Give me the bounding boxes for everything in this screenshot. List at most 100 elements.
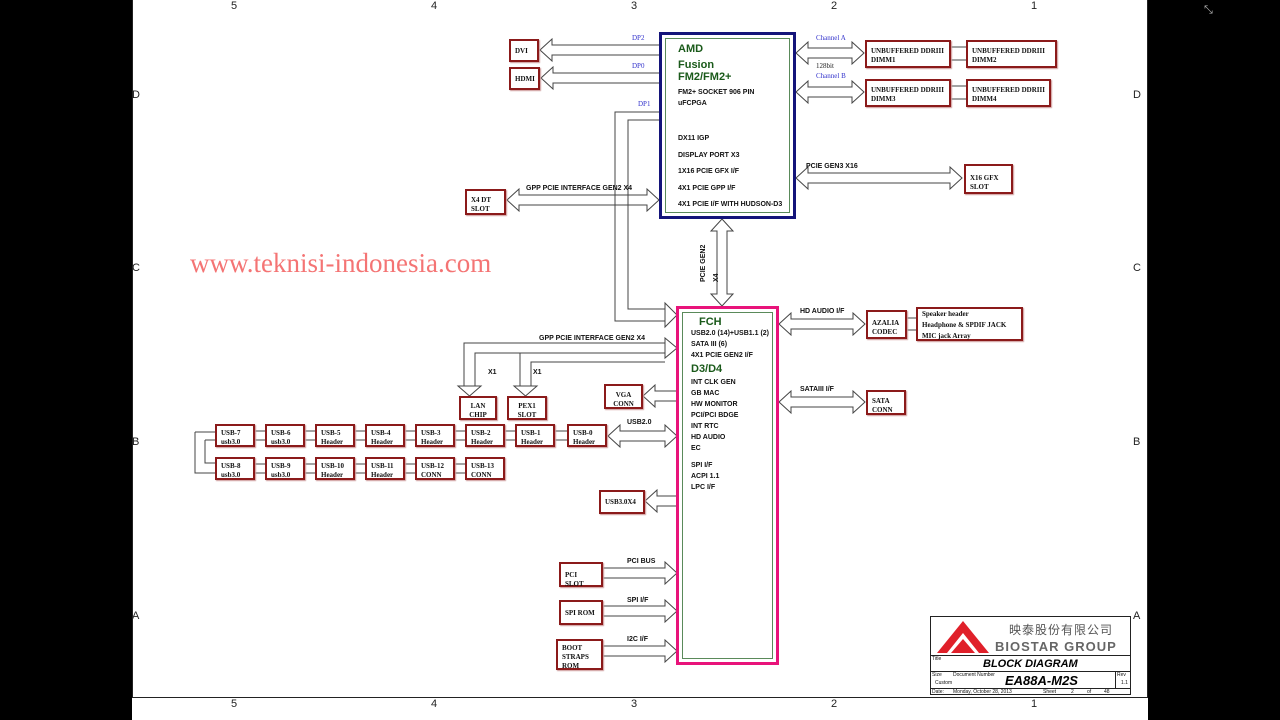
box-label: CODEC xyxy=(872,328,898,336)
fch-item: INT RTC xyxy=(691,423,719,430)
cpu-item: 4X1 PCIE I/F WITH HUDSON-D3 xyxy=(678,201,783,208)
logo-chinese: 映泰股份有限公司 xyxy=(1009,623,1114,637)
dp1-line xyxy=(614,111,665,322)
box-label: USB-2 xyxy=(471,429,491,437)
sheet-total: 48 xyxy=(1104,689,1110,695)
of-label: of xyxy=(1087,689,1092,695)
col-label: 4 xyxy=(431,0,438,12)
dp2-label: DP2 xyxy=(632,34,645,42)
rev-value: 1.1 xyxy=(1121,680,1128,686)
exit-fullscreen-icon[interactable]: ⤡ xyxy=(1204,4,1213,16)
fch-item: PCI/PCI BDGE xyxy=(691,412,739,419)
size-value: Custom xyxy=(935,680,953,686)
box-label: Header xyxy=(321,471,344,479)
box-label: DVI xyxy=(515,47,528,55)
dvi-box: DVI xyxy=(509,39,539,62)
box-label: Header xyxy=(321,438,344,446)
box-label: Header xyxy=(421,438,444,446)
fch-block: FCH USB2.0 (14)+USB1.1 (2) SATA III (6) … xyxy=(676,306,779,665)
usb-chain-line xyxy=(204,440,215,464)
hd-audio-label: HD AUDIO I/F xyxy=(800,308,845,315)
watermark: www.teknisi-indonesia.com xyxy=(190,248,492,278)
cpu-fch-pcie-arrow xyxy=(709,218,735,307)
box-label: Speaker header xyxy=(922,310,969,318)
col-label: 5 xyxy=(231,698,238,710)
box-label: CONN xyxy=(872,406,893,414)
fch-item: 4X1 PCIE GEN2 I/F xyxy=(691,352,753,359)
box-label: UNBUFFERED DDRIII xyxy=(871,47,944,55)
box-label: SLOT xyxy=(517,411,537,419)
box-label: HDMI xyxy=(515,75,535,83)
box-label: UNBUFFERED DDRIII xyxy=(871,86,944,94)
pci-slot-box: PCI SLOT xyxy=(559,562,603,588)
biostar-logo-icon xyxy=(937,621,989,653)
dp2-arrow xyxy=(539,37,661,63)
i2c-arrow xyxy=(602,638,678,664)
row-label: A xyxy=(132,610,140,622)
box-label: DIMM2 xyxy=(972,56,997,64)
box-label: Headphone & SPDIF JACK xyxy=(922,321,1007,329)
box-label: DIMM3 xyxy=(871,95,896,103)
x1-lan-label: X1 xyxy=(488,369,497,376)
box-label: DIMM4 xyxy=(972,95,997,103)
box-label: Header xyxy=(573,438,596,446)
fch-item: INT CLK GEN xyxy=(691,379,736,386)
box-label: LAN xyxy=(470,402,486,410)
fch-item: GB MAC xyxy=(691,390,720,397)
box-label: DIMM1 xyxy=(871,56,896,64)
box-label: usb3.0 xyxy=(271,471,291,479)
title-block: 映泰股份有限公司 BIOSTAR GROUP Title BLOCK DIAGR… xyxy=(930,616,1131,695)
pcie-gen2-width-label: X4 xyxy=(713,273,720,282)
fch-item: SATA III (6) xyxy=(691,341,728,348)
hd-audio-arrow xyxy=(778,311,866,337)
fch-item: LPC I/F xyxy=(691,484,716,491)
box-label: CONN xyxy=(421,471,442,479)
sheet-label: Sheet xyxy=(1043,689,1057,695)
box-label: USB-10 xyxy=(321,462,344,470)
box-label: USB-12 xyxy=(421,462,444,470)
lan-arrowhead xyxy=(456,385,483,397)
dp0-label: DP0 xyxy=(632,62,645,70)
box-label: Header xyxy=(371,438,394,446)
cpu-item: DISPLAY PORT X3 xyxy=(678,151,740,159)
dp1-line xyxy=(627,119,665,310)
row-label: D xyxy=(132,89,140,101)
pcie-gen2-label: PCIE GEN2 xyxy=(700,244,707,282)
fch-item: SPI I/F xyxy=(691,462,713,469)
sata-label: SATAIII I/F xyxy=(800,386,834,393)
col-label: 1 xyxy=(1031,0,1038,12)
spi-rom-box: SPI ROM xyxy=(559,600,603,625)
usb3-arrow xyxy=(644,488,678,514)
col-label: 5 xyxy=(231,0,238,12)
cpu-item: DX11 IGP xyxy=(678,135,710,142)
box-label: SLOT xyxy=(471,205,490,213)
logo-english: BIOSTAR GROUP xyxy=(995,639,1117,654)
box-label: USB-3 xyxy=(421,429,441,437)
spi-arrow xyxy=(602,598,678,624)
hdmi-box: HDMI xyxy=(509,67,540,90)
fch-item: HD AUDIO xyxy=(691,434,726,441)
document-number: EA88A-M2S xyxy=(1005,673,1078,688)
fch-item: HW MONITOR xyxy=(691,401,738,408)
gpp-fch-line xyxy=(530,361,665,386)
channel-a-arrow xyxy=(795,40,865,66)
col-label: 3 xyxy=(631,698,638,710)
gpp-fch-arrowhead xyxy=(664,336,678,360)
cpu-block: AMD Fusion FM2/FM2+ FM2+ SOCKET 906 PIN … xyxy=(659,32,796,219)
gpp-fch-line xyxy=(463,342,665,386)
fch-item: ACPI 1.1 xyxy=(691,473,720,480)
box-label: UNBUFFERED DDRIII xyxy=(972,86,1045,94)
pcie-gen3-arrow xyxy=(795,165,963,191)
